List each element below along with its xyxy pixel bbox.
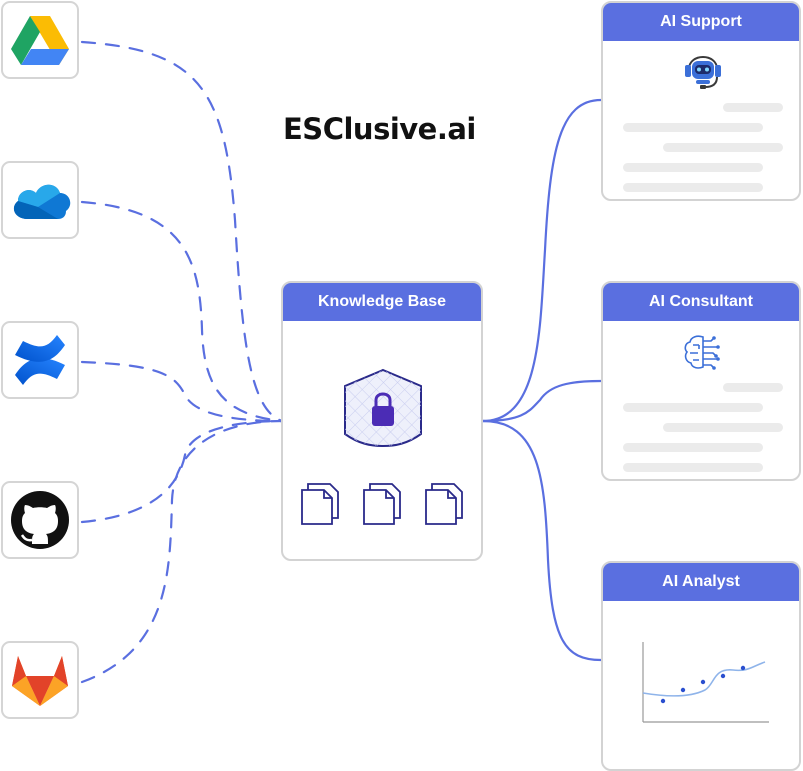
google-drive-icon	[11, 16, 69, 65]
github-icon	[11, 491, 69, 549]
ai-support-header: AI Support	[603, 3, 799, 41]
locked-shield-icon	[344, 368, 422, 448]
placeholder-line	[623, 163, 763, 172]
knowledge-base-header: Knowledge Base	[283, 283, 481, 321]
placeholder-line	[623, 443, 763, 452]
placeholder-line	[623, 183, 763, 192]
connector-confluence	[80, 360, 284, 423]
ai-consultant-card[interactable]: AI Consultant	[601, 281, 801, 481]
gitlab-icon	[12, 656, 68, 706]
placeholder-line	[663, 423, 783, 432]
ai-analyst-header: AI Analyst	[603, 563, 799, 601]
robot-headset-icon	[685, 56, 721, 89]
connector-github	[80, 419, 284, 524]
trend-chart-icon	[642, 642, 769, 723]
ai-analyst-card[interactable]: AI Analyst	[601, 561, 801, 771]
source-google-drive[interactable]	[1, 1, 79, 79]
ai-consultant-header: AI Consultant	[603, 283, 799, 321]
connector-google-drive	[80, 40, 284, 423]
knowledge-base-card[interactable]: Knowledge Base	[281, 281, 483, 561]
brand-title: ESClusive.ai	[283, 112, 476, 146]
brain-circuit-icon	[684, 335, 720, 370]
placeholder-line	[623, 123, 763, 132]
document-stack-icon	[301, 483, 339, 525]
source-gitlab[interactable]	[1, 641, 79, 719]
source-onedrive[interactable]	[1, 161, 79, 239]
placeholder-line	[623, 403, 763, 412]
document-stack-icon	[363, 483, 401, 525]
onedrive-cloud-icon	[13, 184, 71, 219]
connector-gitlab	[80, 419, 284, 684]
placeholder-line	[623, 463, 763, 472]
source-confluence[interactable]	[1, 321, 79, 399]
confluence-icon	[15, 335, 65, 385]
connector-ai-analyst	[482, 419, 602, 662]
connector-ai-consultant	[482, 379, 602, 423]
placeholder-line	[723, 383, 783, 392]
ai-support-card[interactable]: AI Support	[601, 1, 801, 201]
source-github[interactable]	[1, 481, 79, 559]
placeholder-line	[723, 103, 783, 112]
connector-ai-support	[482, 98, 602, 423]
placeholder-line	[663, 143, 783, 152]
document-stack-icon	[425, 483, 463, 525]
connector-onedrive	[80, 200, 284, 423]
